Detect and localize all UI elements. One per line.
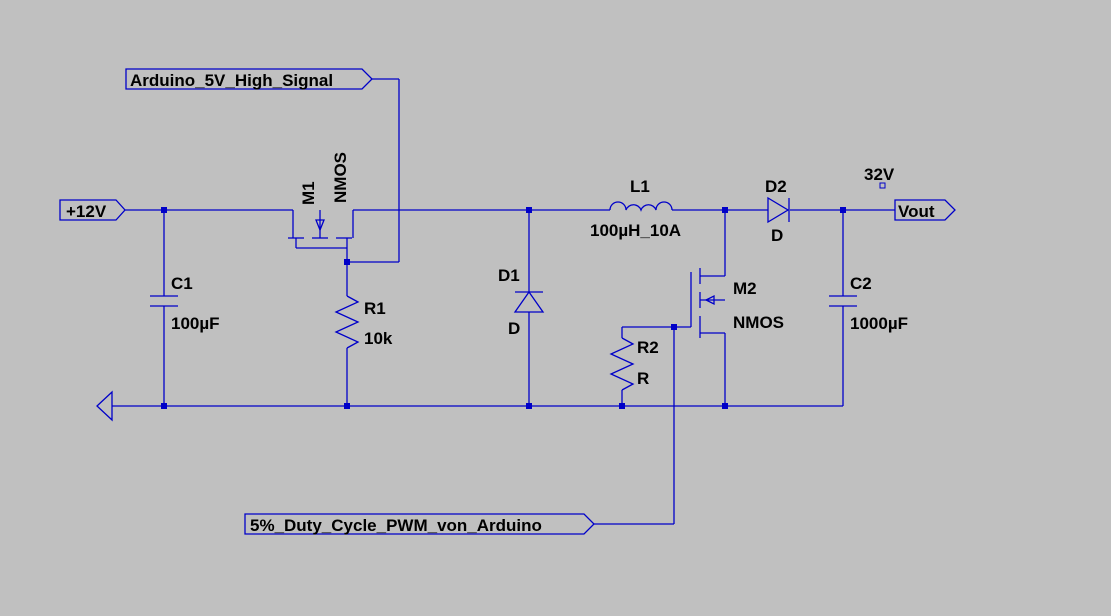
r2-value: R [637,369,649,388]
diode-d2: D2 D [765,177,790,245]
ground-symbol [96,390,113,422]
gate-signal-label: Arduino_5V_High_Signal [130,71,333,90]
r1-value: 10k [364,329,393,348]
capacitor-c2: C2 1000µF [829,274,908,333]
l1-value: 100µH_10A [590,221,681,240]
c1-name: C1 [171,274,193,293]
c1-value: 100µF [171,314,220,333]
capacitor-c1: C1 100µF [150,274,220,333]
m1-type: NMOS [331,152,350,203]
resistor-r2: R2 R [609,337,659,391]
input-label: +12V [66,202,107,221]
output-voltage-annotation: 32V [864,165,895,189]
r2-name: R2 [637,338,659,357]
d2-value: D [771,226,783,245]
m2-type: NMOS [733,313,784,332]
input-flag: +12V [59,199,126,221]
wires [112,78,895,525]
pwm-signal-flag: 5%_Duty_Cycle_PWM_von_Arduino [244,513,595,535]
c2-value: 1000µF [850,314,908,333]
diode-d1: D1 D [498,266,545,338]
d2-name: D2 [765,177,787,196]
output-flag: Vout [894,199,956,221]
d1-value: D [508,319,520,338]
mosfet-m2: M2 NMOS [690,268,784,338]
inductor-l1: L1 100µH_10A [590,177,681,240]
pwm-signal-label: 5%_Duty_Cycle_PWM_von_Arduino [250,516,542,535]
d1-name: D1 [498,266,520,285]
resistor-r1: R1 10k [334,295,393,349]
c2-name: C2 [850,274,872,293]
output-label: Vout [898,202,935,221]
junctions [161,207,846,409]
r1-name: R1 [364,299,386,318]
m1-name: M1 [299,181,318,205]
gate-signal-flag: Arduino_5V_High_Signal [125,68,373,90]
output-voltage-label: 32V [864,165,895,184]
m2-name: M2 [733,279,757,298]
l1-name: L1 [630,177,650,196]
mosfet-m1: M1 NMOS [288,152,354,248]
